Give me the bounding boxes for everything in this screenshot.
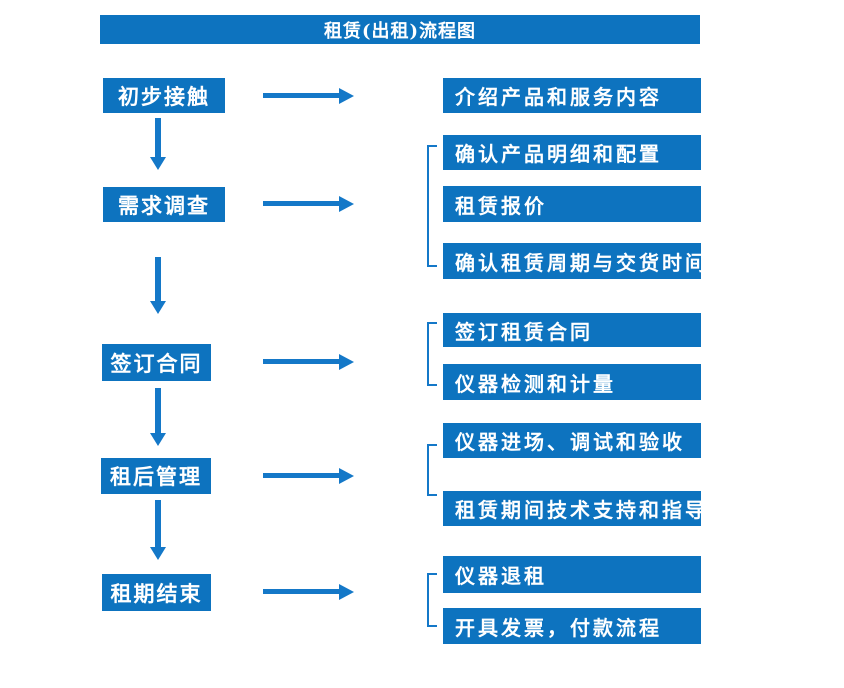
detail-box-instrument-entry-acceptance: 仪器进场、调试和验收 [443, 423, 701, 458]
arrow-shaft [155, 500, 161, 548]
flow-arrow-right-5 [263, 584, 354, 600]
stage-box-demand-survey: 需求调查 [103, 187, 225, 222]
group-bracket-post-rental [427, 444, 437, 496]
flow-arrow-right-2 [263, 196, 354, 212]
arrow-shaft [263, 201, 341, 206]
arrow-head-right-icon [339, 468, 354, 484]
diagram-title: 租赁(出租)流程图 [100, 15, 700, 44]
arrow-head-right-icon [339, 584, 354, 600]
arrow-head-down-icon [150, 433, 166, 446]
detail-box-rental-quotation: 租赁报价 [443, 186, 701, 222]
flow-arrow-down-1 [150, 118, 166, 170]
detail-box-instrument-return: 仪器退租 [443, 556, 701, 593]
detail-box-confirm-rental-period: 确认租赁周期与交货时间 [443, 243, 705, 279]
arrow-shaft [155, 388, 161, 434]
stage-box-initial-contact: 初步接触 [103, 78, 225, 113]
detail-box-invoice-payment: 开具发票，付款流程 [443, 608, 701, 644]
arrow-head-down-icon [150, 547, 166, 560]
detail-box-sign-rental-contract: 签订租赁合同 [443, 313, 701, 347]
group-bracket-rental-end [427, 573, 437, 627]
arrow-shaft [155, 118, 161, 158]
arrow-shaft [155, 257, 161, 302]
arrow-shaft [263, 589, 341, 594]
flow-arrow-right-4 [263, 468, 354, 484]
flow-arrow-down-4 [150, 500, 166, 560]
arrow-head-down-icon [150, 157, 166, 170]
arrow-head-down-icon [150, 301, 166, 314]
arrow-head-right-icon [339, 88, 354, 104]
arrow-shaft [263, 473, 341, 478]
detail-box-instrument-testing: 仪器检测和计量 [443, 364, 701, 400]
group-bracket-demand-survey [427, 145, 437, 267]
group-bracket-sign-contract [427, 322, 437, 386]
detail-box-technical-support: 租赁期间技术支持和指导 [443, 491, 705, 526]
flow-arrow-right-3 [263, 354, 354, 370]
arrow-head-right-icon [339, 354, 354, 370]
flow-arrow-right-1 [263, 88, 354, 104]
arrow-shaft [263, 93, 341, 98]
flow-arrow-down-2 [150, 257, 166, 314]
arrow-shaft [263, 359, 341, 364]
stage-box-sign-contract: 签订合同 [102, 344, 211, 381]
detail-box-confirm-product-details: 确认产品明细和配置 [443, 135, 701, 170]
detail-box-introduce-products: 介绍产品和服务内容 [443, 78, 701, 113]
flow-arrow-down-3 [150, 388, 166, 446]
stage-box-rental-end: 租期结束 [102, 574, 211, 611]
stage-box-post-rental-management: 租后管理 [101, 458, 211, 494]
arrow-head-right-icon [339, 196, 354, 212]
